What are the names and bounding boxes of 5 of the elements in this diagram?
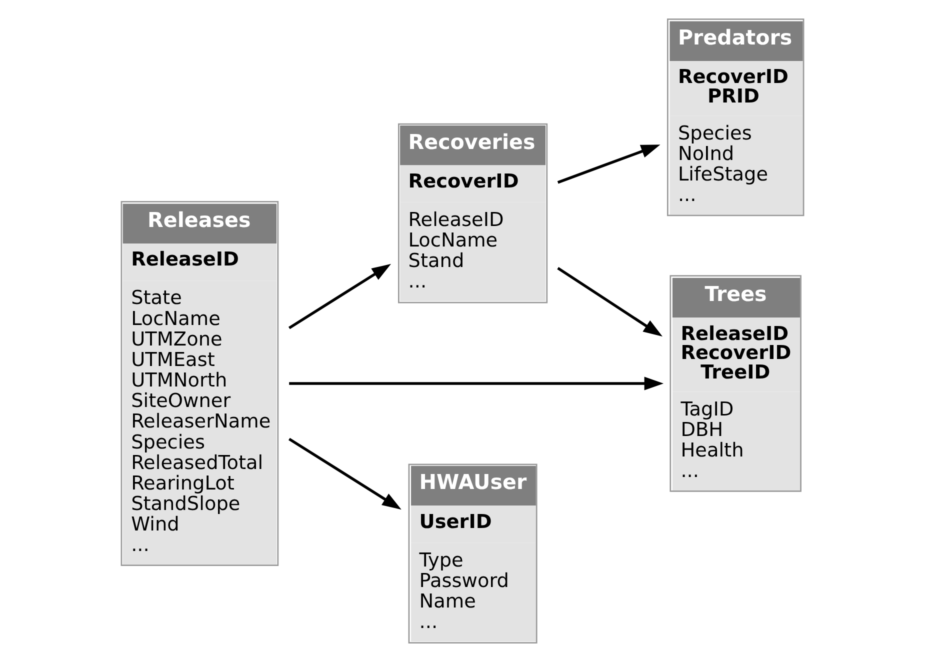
arrow bbox=[289, 376, 664, 390]
arrow bbox=[557, 144, 660, 184]
arrow bbox=[288, 438, 402, 510]
arrow bbox=[557, 266, 662, 337]
arrow bbox=[288, 264, 392, 330]
